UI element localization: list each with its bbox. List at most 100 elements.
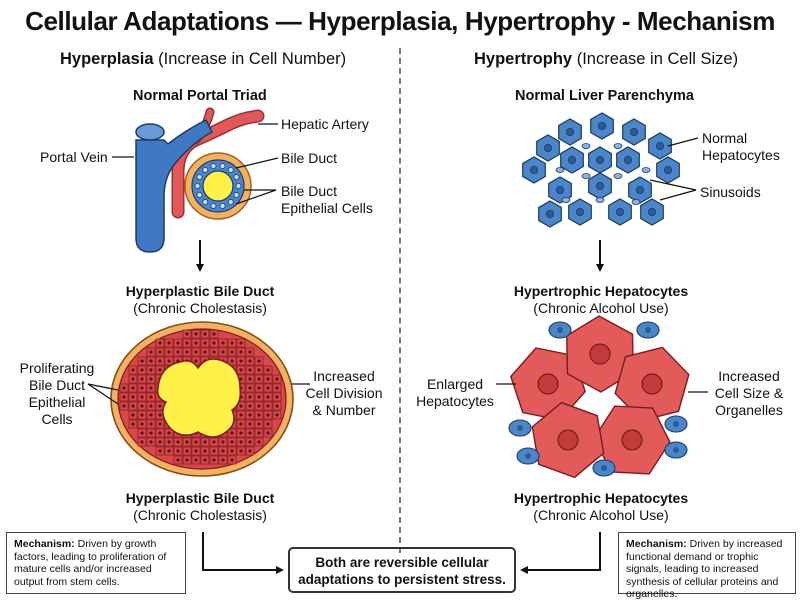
hepatocyte-nucleus xyxy=(576,207,585,216)
cell-nucleus xyxy=(275,413,279,417)
small-hepatocyte-nucleus xyxy=(645,327,651,333)
page-title: Cellular Adaptations — Hyperplasia, Hype… xyxy=(25,6,775,36)
cell-nucleus xyxy=(185,440,189,444)
cell-nucleus xyxy=(221,350,225,354)
increased-size-line2: Cell Size & xyxy=(714,385,784,401)
cell-nucleus xyxy=(131,377,135,381)
cell-nucleus xyxy=(257,422,261,426)
cell-nucleus xyxy=(149,350,153,354)
conclusion-line2: adaptations to persistent stress. xyxy=(298,572,506,587)
cell-nucleus xyxy=(167,431,171,435)
sinusoid xyxy=(581,143,591,149)
hepatocyte-nucleus xyxy=(598,122,607,131)
cell-nucleus xyxy=(266,413,270,417)
hepatocyte-nucleus xyxy=(596,181,605,190)
normal-hepatocytes-line2: Hepatocytes xyxy=(702,147,780,163)
cell-nucleus xyxy=(275,395,279,399)
cell-nucleus xyxy=(257,413,261,417)
hepatocyte-nucleus xyxy=(616,207,625,216)
hyperplasia-mid-caption-title: Hyperplastic Bile Duct xyxy=(125,283,275,299)
cell-nucleus xyxy=(194,332,198,336)
cell-nucleus xyxy=(176,350,180,354)
small-hepatocyte-nucleus xyxy=(601,465,607,471)
cell-nucleus xyxy=(149,422,153,426)
epithelial-cell xyxy=(219,163,226,170)
cell-nucleus xyxy=(149,368,153,372)
cell-nucleus xyxy=(239,422,243,426)
hypertrophy-heading-rest: (Increase in Cell Size) xyxy=(572,50,739,68)
sinusoids-label: Sinusoids xyxy=(700,184,761,200)
hypertrophy-heading: Hypertrophy (Increase in Cell Size) xyxy=(474,50,738,69)
portal-vein xyxy=(135,118,214,253)
cell-nucleus xyxy=(239,404,243,408)
enlarged-nucleus xyxy=(589,343,611,365)
hepatocyte-nucleus xyxy=(556,185,565,194)
sinusoid xyxy=(613,173,623,179)
cell-nucleus xyxy=(158,440,162,444)
cell-nucleus xyxy=(158,413,162,417)
hyperplasia-mechanism-box: Mechanism: Driven by growth factors, lea… xyxy=(6,532,186,594)
cell-nucleus xyxy=(122,395,126,399)
cell-nucleus xyxy=(221,341,225,345)
small-hepatocyte-nucleus xyxy=(517,425,523,431)
cell-nucleus xyxy=(185,332,189,336)
cell-nucleus xyxy=(239,449,243,453)
hyperplasia-heading-rest: (Increase in Cell Number) xyxy=(153,50,347,68)
epithelial-cell xyxy=(202,166,209,173)
cell-nucleus xyxy=(230,440,234,444)
cell-nucleus xyxy=(140,431,144,435)
hepatic-artery-label: Hepatic Artery xyxy=(281,116,369,132)
hyperplasia-heading: Hyperplasia (Increase in Cell Number) xyxy=(60,50,346,69)
cell-nucleus xyxy=(149,359,153,363)
cell-nucleus xyxy=(194,458,198,462)
cell-nucleus xyxy=(167,449,171,453)
cell-nucleus xyxy=(185,449,189,453)
conclusion-box: Both are reversible cellular adaptations… xyxy=(288,547,516,593)
epithelial-cell xyxy=(227,166,234,173)
cell-nucleus xyxy=(158,422,162,426)
small-hepatocyte-nucleus xyxy=(673,421,679,427)
hypertrophy-mid-caption-title: Hypertrophic Hepatocytes xyxy=(513,283,689,299)
cell-nucleus xyxy=(248,422,252,426)
cell-nucleus xyxy=(203,350,207,354)
hypertrophy-mechanism-label: Mechanism: xyxy=(626,538,687,550)
cell-nucleus xyxy=(239,350,243,354)
cell-nucleus xyxy=(230,359,234,363)
cell-nucleus xyxy=(212,341,216,345)
cell-nucleus xyxy=(266,377,270,381)
hepatocyte-nucleus xyxy=(566,127,575,136)
hypertrophy-mechanism-text: Driven by increased functional demand or… xyxy=(626,538,783,600)
cell-nucleus xyxy=(140,377,144,381)
epithelial-cells-label-line1: Bile Duct xyxy=(281,183,338,199)
cell-nucleus xyxy=(203,332,207,336)
increased-size-line1: Increased xyxy=(718,368,780,384)
epithelial-cell xyxy=(233,174,240,181)
hyperplastic-bile-duct-illustration xyxy=(110,321,294,477)
cell-nucleus xyxy=(149,386,153,390)
cell-nucleus xyxy=(275,377,279,381)
cell-nucleus xyxy=(239,368,243,372)
cell-nucleus xyxy=(203,449,207,453)
enlarged-nucleus xyxy=(641,373,663,395)
epithelial-cell xyxy=(233,191,240,198)
cell-nucleus xyxy=(149,404,153,408)
cell-nucleus xyxy=(212,332,216,336)
sinusoid xyxy=(555,167,565,173)
cell-nucleus xyxy=(230,350,234,354)
cell-nucleus xyxy=(257,368,261,372)
cell-nucleus xyxy=(257,395,261,399)
proliferating-line1: Proliferating xyxy=(19,360,95,376)
cell-nucleus xyxy=(248,431,252,435)
cell-nucleus xyxy=(248,449,252,453)
sinusoid xyxy=(581,173,591,179)
cell-nucleus xyxy=(149,440,153,444)
increased-division-label: Increased Cell Division & Number xyxy=(300,368,388,419)
hepatocyte-nucleus xyxy=(596,155,605,164)
epithelial-cell xyxy=(196,174,203,181)
cell-nucleus xyxy=(239,431,243,435)
cell-nucleus xyxy=(167,440,171,444)
cell-nucleus xyxy=(131,404,135,408)
small-hepatocyte-nucleus xyxy=(557,327,563,333)
sinusoid xyxy=(641,167,651,173)
